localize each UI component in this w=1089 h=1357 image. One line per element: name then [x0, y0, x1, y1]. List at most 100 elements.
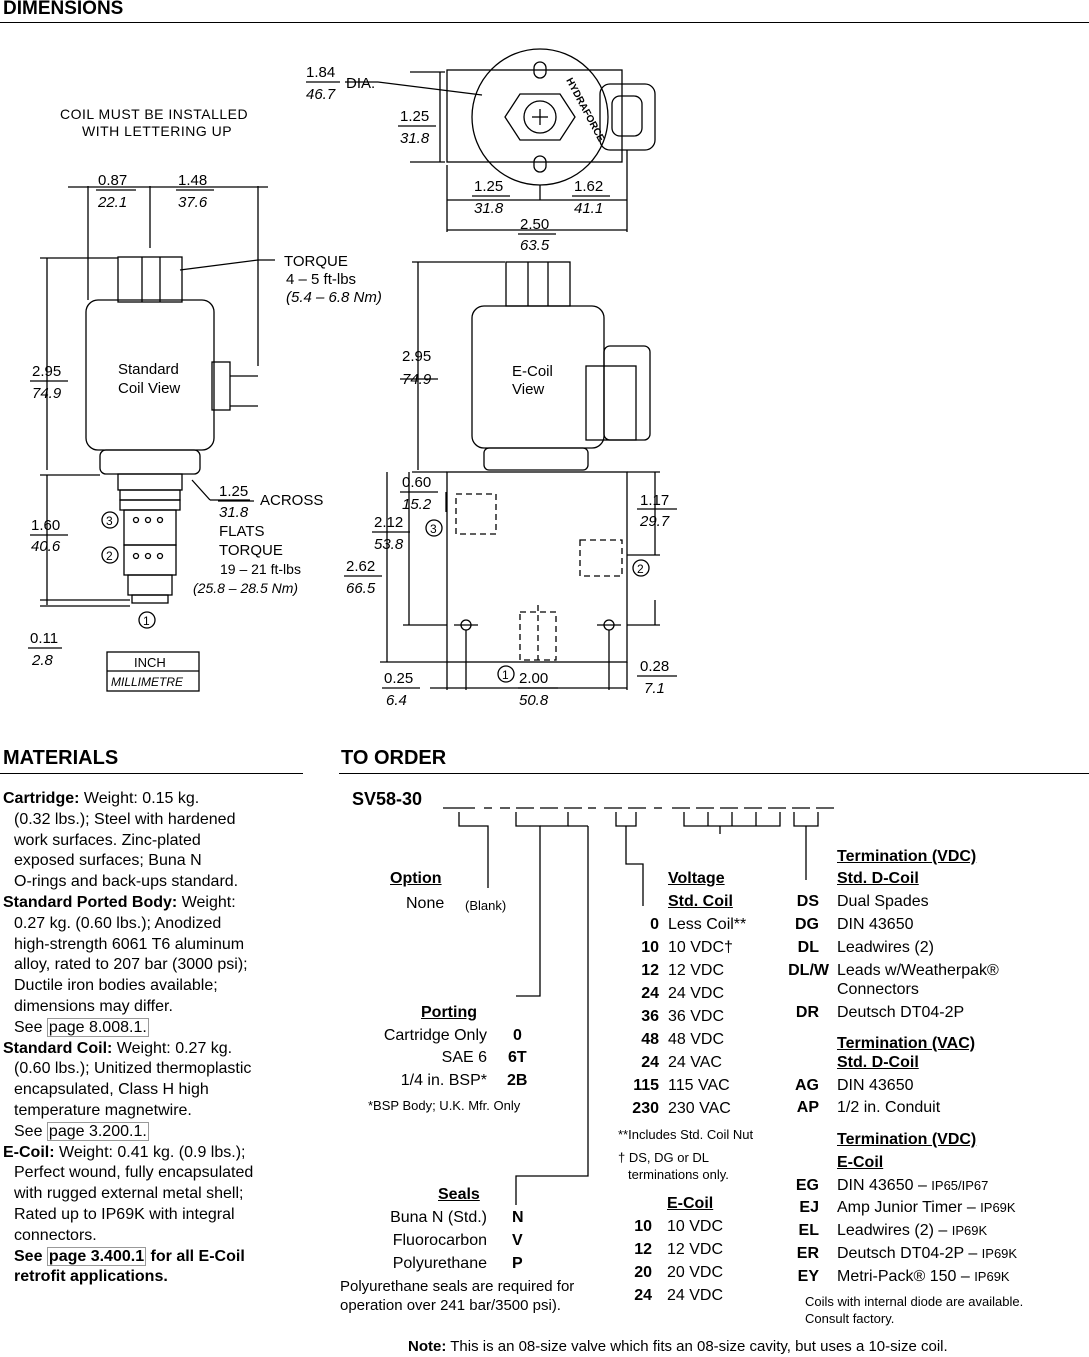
- term-vdc-label-3: Leads w/Weatherpak®: [837, 962, 999, 979]
- coil-paragraph: Standard Coil: Weight: 0.27 kg.(0.60 lbs…: [3, 1039, 303, 1143]
- d212-mm: 53.8: [374, 536, 404, 553]
- torque-label: TORQUE: [284, 253, 348, 270]
- term-vdc-label-4: Connectors: [837, 981, 919, 998]
- d025-mm: 6.4: [386, 692, 407, 709]
- seals-title: Seals: [438, 1186, 480, 1203]
- materials-header: MATERIALS: [3, 747, 119, 769]
- ecoil-volt-label-1: 12 VDC: [667, 1241, 724, 1258]
- term-vdc-label-2: Leadwires (2): [837, 939, 934, 956]
- ecoil-line-0: Weight: 0.41 kg. (0.9 lbs.);: [59, 1143, 246, 1161]
- body-port-1-label: 1: [502, 668, 509, 682]
- ecoil-see: See: [14, 1247, 43, 1265]
- coil-page-link[interactable]: page 3.200.1.: [46, 1121, 149, 1141]
- voltage-label-7: 115 VAC: [668, 1077, 730, 1094]
- porting-row-0-label: Cartridge Only: [383, 1027, 487, 1044]
- ecoil-volt-title: E-Coil: [667, 1195, 714, 1212]
- top-total-in: 2.50: [520, 216, 549, 233]
- term-vdc-code-3: DL/W: [788, 962, 829, 979]
- top-h-mm: 31.8: [400, 130, 430, 147]
- ecoil-volt-code-2: 20: [634, 1264, 652, 1281]
- coil-see: See: [14, 1122, 43, 1140]
- term-ecoil-label-1: Amp Junior Timer – IP69K: [837, 1199, 1016, 1216]
- coil-label: Standard Coil:: [3, 1039, 113, 1057]
- voltage-label-8: 230 VAC: [668, 1100, 731, 1117]
- torque-ft: 4 – 5 ft-lbs: [286, 271, 356, 288]
- d117-in: 1.17: [640, 492, 669, 509]
- body-port-3-label: 3: [430, 522, 437, 536]
- term-ecoil-label-4: Metri-Pack® 150 – IP69K: [837, 1268, 1010, 1285]
- term-ecoil-title: Termination (VDC): [837, 1131, 977, 1148]
- term-vdc-code-5: DR: [795, 1004, 819, 1021]
- term-vdc-code-2: DL: [797, 939, 819, 956]
- ecoil-label1: E-Coil: [512, 363, 553, 380]
- voltage-code-8: 230: [632, 1100, 659, 1117]
- voltage-label-3: 24 VDC: [668, 985, 725, 1002]
- e-h-mm: 74.9: [402, 371, 432, 388]
- std-coil-label1: Standard: [118, 361, 179, 378]
- body-page-link[interactable]: page 8.008.1.: [46, 1017, 149, 1037]
- voltage-code-2: 12: [641, 962, 659, 979]
- tip-mm: 2.8: [31, 652, 54, 669]
- ecoil-volt-label-3: 24 VDC: [667, 1287, 724, 1304]
- materials-section: Cartridge: Weight: 0.15 kg. (0.32 lbs.); …: [3, 789, 303, 1288]
- e-h-in: 2.95: [402, 348, 431, 365]
- install-note-line2: WITH LETTERING UP: [82, 123, 232, 139]
- flats-label: FLATS: [219, 523, 265, 540]
- unit-mm: MILLIMETRE: [111, 675, 184, 689]
- diode-note-line2: Consult factory.: [805, 1311, 895, 1326]
- cartridge-line-2: work surfaces. Zinc-plated: [14, 831, 201, 849]
- cartridge-label: Cartridge:: [3, 790, 80, 807]
- term-vac-sub: Std. D-Coil: [837, 1054, 919, 1071]
- term-ecoil-label-0: DIN 43650 – IP65/IP67: [837, 1177, 989, 1194]
- option-blank: (Blank): [465, 898, 507, 913]
- coil-line-2: encapsulated, Class H high: [14, 1081, 209, 1099]
- term-ecoil-code-0: EG: [795, 1177, 819, 1194]
- coil-nut-note: **Includes Std. Coil Nut: [618, 1127, 754, 1142]
- ecoil-volt-code-3: 24: [634, 1287, 652, 1304]
- term-vac-title: Termination (VAC): [837, 1035, 976, 1052]
- std-coil-title: Std. Coil: [668, 893, 733, 910]
- across-label: ACROSS: [260, 492, 323, 509]
- body-port-2-label: 2: [637, 562, 644, 576]
- voltage-code-5: 48: [641, 1031, 659, 1048]
- dimensions-header: DIMENSIONS: [3, 0, 124, 19]
- torque2-label: TORQUE: [219, 542, 283, 559]
- cart-h-mm: 40.6: [31, 538, 61, 555]
- torque2-ft: 19 – 21 ft-lbs: [220, 561, 301, 577]
- ecoil-page-link[interactable]: page 3.400.1: [46, 1246, 147, 1266]
- porting-row-2-code: 2B: [507, 1072, 528, 1089]
- top-h-in: 1.25: [400, 108, 429, 125]
- ecoil-volt-label-2: 20 VDC: [667, 1264, 724, 1281]
- top-total-mm: 63.5: [520, 237, 550, 254]
- torque2-nm: (25.8 – 28.5 Nm): [193, 580, 298, 596]
- ecoil-volt-label-0: 10 VDC: [667, 1218, 724, 1235]
- install-note-line1: COIL MUST BE INSTALLED: [60, 106, 248, 122]
- voltage-label-2: 12 VDC: [668, 962, 725, 979]
- cartridge-line-1: (0.32 lbs.); Steel with hardened: [14, 810, 236, 828]
- body-see: See: [14, 1018, 43, 1036]
- term-ecoil-code-2: EL: [798, 1222, 819, 1239]
- top-w1-in: 1.25: [474, 178, 503, 195]
- ecoil-volt-code-1: 12: [634, 1241, 652, 1258]
- term-ecoil-code-4: EY: [797, 1268, 819, 1285]
- seals-row-0-code: N: [512, 1209, 524, 1226]
- top-w2-mm: 41.1: [574, 200, 603, 217]
- ecoil-volt-code-0: 10: [634, 1218, 652, 1235]
- body-paragraph: Standard Ported Body: Weight:0.27 kg. (0…: [3, 893, 303, 1039]
- voltage-code-4: 36: [641, 1008, 659, 1025]
- term-vdc-label-5: Deutsch DT04-2P: [837, 1004, 965, 1021]
- term-vac-code-0: AG: [795, 1077, 819, 1094]
- ecoil-tail2: retrofit applications.: [14, 1268, 168, 1286]
- ecoil-line-3: Rated up to IP69K with integral: [14, 1205, 235, 1223]
- unit-inch: INCH: [134, 655, 166, 670]
- d200-in: 2.00: [519, 670, 548, 687]
- to-order-header: TO ORDER: [341, 747, 447, 769]
- term-vdc-title: Termination (VDC): [837, 848, 977, 865]
- term-vac-label-1: 1/2 in. Conduit: [837, 1099, 941, 1116]
- cartridge-line-0: Weight: 0.15 kg.: [83, 790, 200, 807]
- across-in: 1.25: [219, 483, 248, 500]
- cart-h-in: 1.60: [31, 517, 60, 534]
- size-note-text: This is an 08-size valve which fits an 0…: [450, 1338, 948, 1355]
- dia-in: 1.84: [306, 64, 335, 81]
- term-ecoil-label-2: Leadwires (2) – IP69K: [837, 1222, 988, 1239]
